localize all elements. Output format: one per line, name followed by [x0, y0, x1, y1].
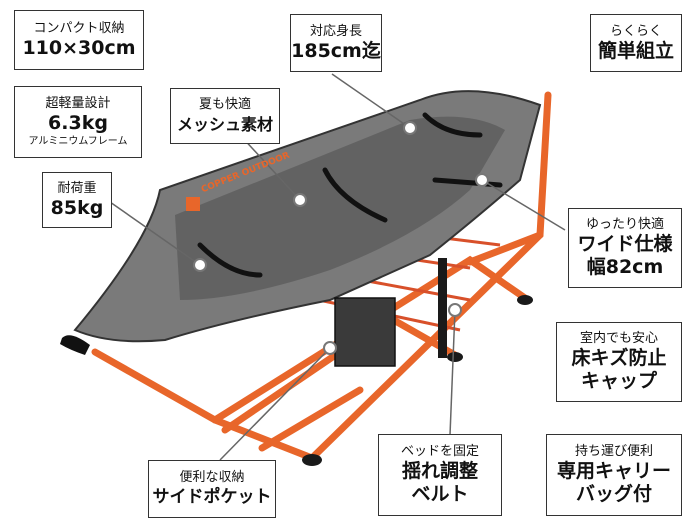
mesh-panel [175, 116, 505, 301]
callout-pocket: 便利な収納 サイドポケット [148, 460, 276, 518]
floor-caps [302, 295, 533, 466]
hammock-frame [91, 91, 552, 462]
leader-dots [193, 121, 489, 355]
callout-light-value: 6.3kg [48, 112, 108, 134]
callout-wide-value: ワイド仕様 [577, 233, 673, 255]
end-hook [60, 335, 90, 355]
callout-compact-title: コンパクト収納 [33, 20, 125, 36]
callout-compact-value: 110×30cm [22, 36, 136, 59]
callout-belt-value: 揺れ調整 [401, 460, 478, 482]
callout-cap-value2: キャップ [580, 370, 657, 392]
callout-belt-title: ベッドを固定 [400, 444, 479, 459]
callout-load-value: 85kg [50, 196, 104, 219]
callout-easy: らくらく 簡単組立 [590, 14, 682, 72]
callout-belt: ベッドを固定 揺れ調整 ベルト [378, 434, 502, 516]
callout-load-title: 耐荷重 [57, 180, 97, 196]
callout-compact: コンパクト収納 110×30cm [14, 10, 144, 70]
callout-light-title: 超軽量設計 [45, 96, 111, 111]
callout-easy-value: 簡単組立 [597, 39, 674, 62]
callout-belt-value2: ベルト [411, 483, 469, 505]
callout-wide: ゆったり快適 ワイド仕様 幅82cm [568, 208, 682, 288]
callout-wide-width: 幅82cm [586, 256, 664, 278]
callout-summer-value: メッシュ素材 [176, 114, 273, 134]
callout-bag-value: 専用キャリー [556, 460, 671, 482]
callout-cap-value: 床キズ防止 [571, 347, 667, 369]
callout-wide-title: ゆったり快適 [585, 217, 664, 232]
callout-cap-title: 室内でも安心 [579, 331, 658, 346]
callout-height-value: 185cm迄 [291, 39, 381, 62]
callout-bag: 持ち運び便利 専用キャリー バッグ付 [546, 434, 682, 516]
callout-pocket-title: 便利な収納 [179, 469, 245, 485]
side-pocket [334, 297, 396, 367]
callout-bag-title: 持ち運び便利 [574, 444, 653, 459]
callout-pocket-value: サイドポケット [152, 486, 272, 507]
callout-summer: 夏も快適 メッシュ素材 [170, 88, 280, 144]
callout-light: 超軽量設計 6.3kg アルミニウムフレーム [14, 86, 142, 158]
callout-height-title: 対応身長 [309, 23, 362, 39]
callout-height: 対応身長 185cm迄 [290, 14, 382, 72]
brand-logo [186, 197, 200, 211]
adjust-belt [438, 258, 447, 358]
callout-bag-value2: バッグ付 [575, 483, 652, 505]
callout-load: 耐荷重 85kg [42, 172, 112, 228]
callout-light-note: アルミニウムフレーム [28, 136, 128, 147]
callout-easy-title: らくらく [609, 23, 662, 39]
callout-cap: 室内でも安心 床キズ防止 キャップ [556, 322, 682, 402]
callout-summer-title: 夏も快適 [198, 96, 251, 112]
